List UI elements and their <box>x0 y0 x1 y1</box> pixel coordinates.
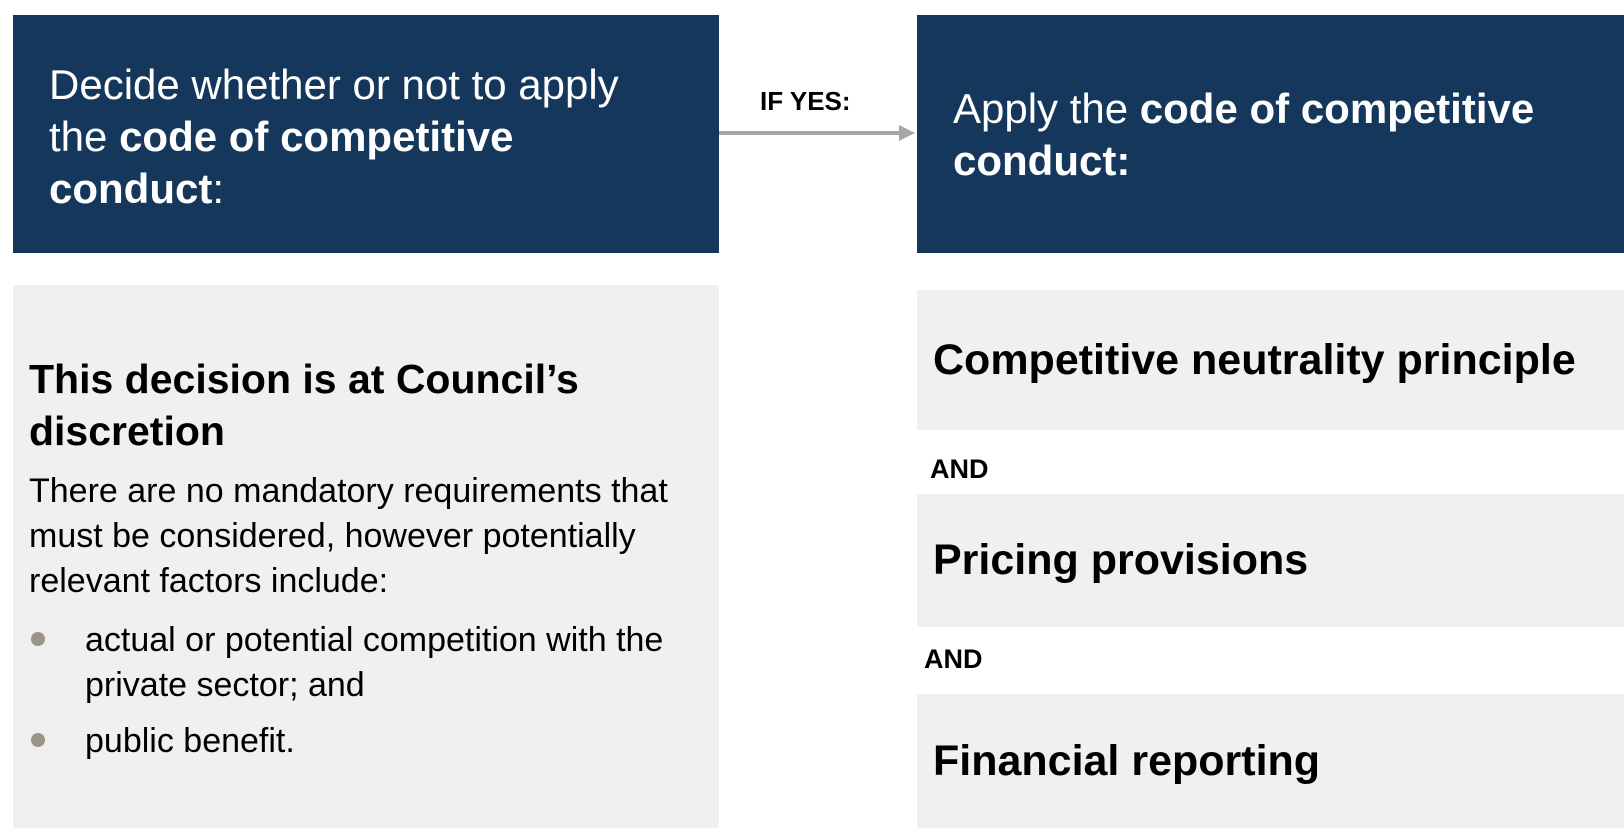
discretion-title: This decision is at Council’s discretion <box>29 356 579 454</box>
right-arrow-icon <box>719 125 915 141</box>
decision-header: Decide whether or not to apply the code … <box>13 15 719 253</box>
apply-header-bold: code of competitive conduct: <box>953 85 1535 184</box>
pricing-provisions-label: Pricing provisions <box>933 536 1309 584</box>
discretion-intro: There are no mandatory requirements that… <box>29 472 668 600</box>
discretion-panel: This decision is at Council’s discretion… <box>13 285 719 828</box>
factor-list-item: actual or potential competition with the… <box>29 618 689 708</box>
financial-reporting-label: Financial reporting <box>933 736 1321 785</box>
competitive-neutrality-box: Competitive neutrality principle <box>917 290 1624 430</box>
decision-header-text: Decide whether or not to apply the <box>49 61 619 160</box>
apply-header: Apply the code of competitive conduct: <box>917 15 1624 253</box>
competitive-neutrality-label: Competitive neutrality principle <box>933 335 1576 384</box>
factor-text: actual or potential competition with the… <box>85 621 664 704</box>
bullet-icon <box>31 632 45 646</box>
factor-text: public benefit. <box>85 722 295 760</box>
if-yes-label: IF YES: <box>760 86 851 116</box>
apply-header-text: Apply the <box>953 85 1140 132</box>
pricing-provisions-box: Pricing provisions <box>917 494 1624 627</box>
bullet-icon <box>31 733 45 747</box>
and-connector: AND <box>924 644 983 674</box>
financial-reporting-box: Financial reporting <box>917 694 1624 828</box>
decision-header-bold: code of competitive conduct <box>49 113 514 212</box>
and-connector: AND <box>930 454 989 484</box>
factor-list-item: public benefit. <box>29 719 689 764</box>
decision-header-suffix: : <box>212 165 224 212</box>
